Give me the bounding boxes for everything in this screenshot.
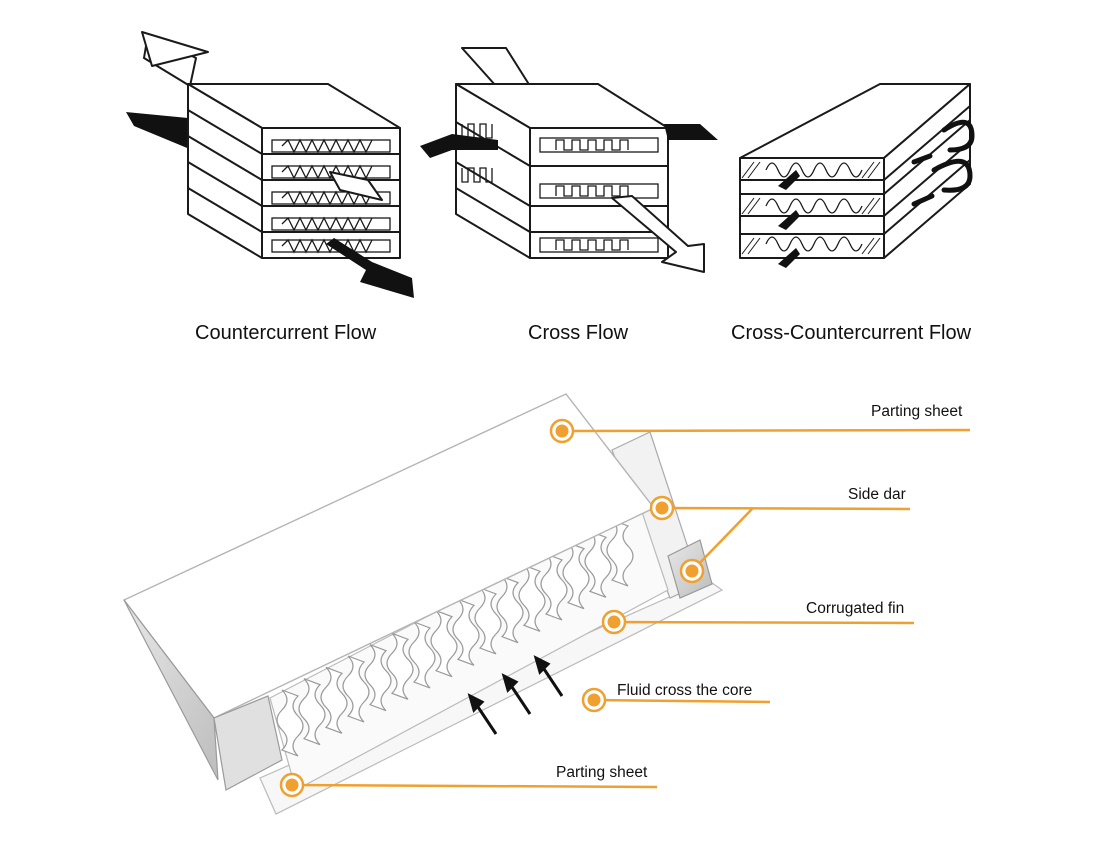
fin-segment [276, 689, 304, 757]
callout-label-fluid-cross-core: Fluid cross the core [617, 682, 753, 699]
callout-label-side-bar: Side dar [848, 486, 906, 503]
fin-segment [496, 576, 524, 644]
fin-segment [452, 598, 480, 666]
caption-cross-flow: Cross Flow [528, 322, 629, 344]
fin-segment [584, 530, 612, 598]
callout-marker-fluid [581, 687, 607, 713]
fin-segment [386, 632, 414, 700]
fin-segment [342, 655, 370, 723]
fin-segment [364, 644, 392, 712]
fin-segment [298, 678, 326, 746]
callout-marker-side-bar-b [679, 558, 705, 584]
fin-segment [562, 542, 590, 610]
callout-marker-corrugated-fin [601, 609, 627, 635]
caption-cross-countercurrent-flow: Cross-Countercurrent Flow [731, 322, 972, 344]
callout-marker-side-bar-a [649, 495, 675, 521]
flow-arrow-light-head [141, 31, 209, 67]
fin-segment [518, 564, 546, 632]
fin-segment [474, 587, 502, 655]
callout-label-corrugated-fin: Corrugated fin [806, 600, 905, 617]
callout-marker-parting-sheet-bottom [279, 772, 305, 798]
fin-segment [540, 553, 568, 621]
callout-markers [279, 418, 705, 798]
callout-marker-parting-sheet-top [549, 418, 575, 444]
caption-countercurrent-flow: Countercurrent Flow [195, 322, 377, 344]
callout-label-parting-sheet-bottom: Parting sheet [556, 764, 648, 781]
flow-arrow-dark [126, 112, 192, 150]
fin-segment [430, 610, 458, 678]
fin-segment [408, 621, 436, 689]
callout-label-parting-sheet-top: Parting sheet [871, 403, 963, 420]
fin-segment [606, 519, 634, 587]
fin-segment [320, 666, 348, 734]
flow-arrow-dark-out [326, 238, 414, 298]
